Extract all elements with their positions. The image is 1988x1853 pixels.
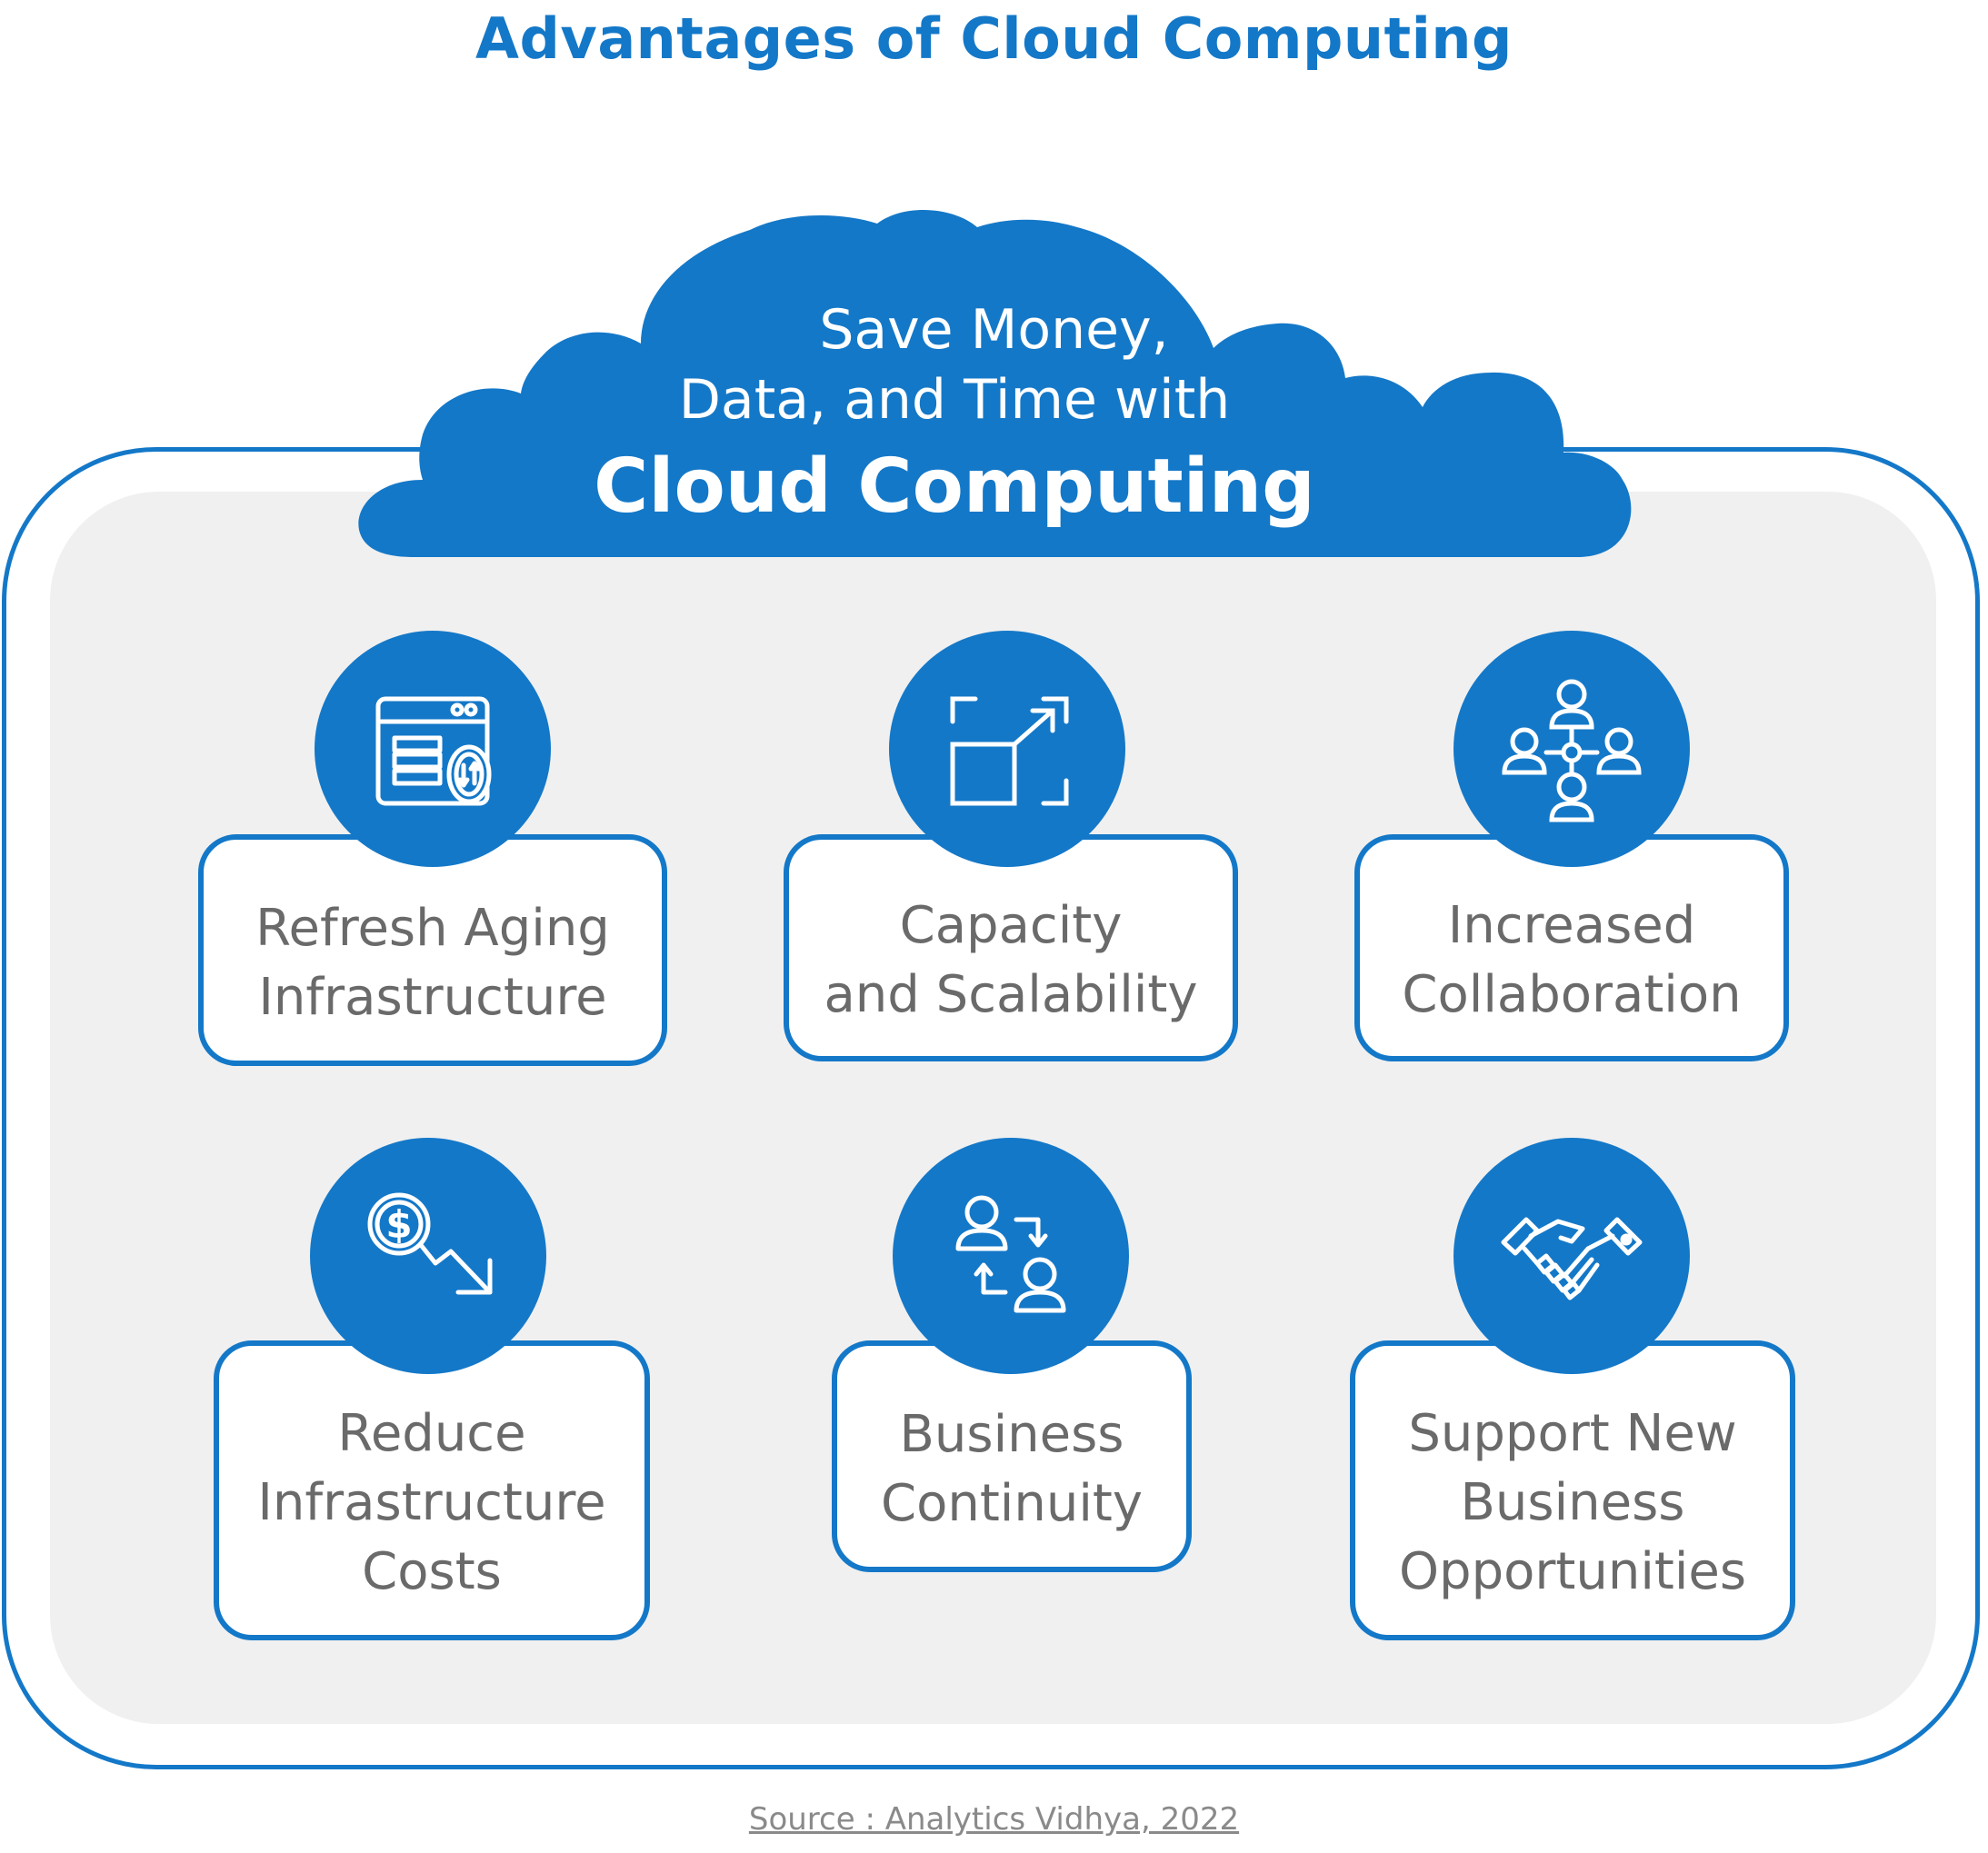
benefit-label: Reduce Infrastructure Costs	[257, 1404, 606, 1601]
benefit-label: Increased Collaboration	[1402, 896, 1742, 1024]
benefit-card-opportunities: Support New Business Opportunities	[1350, 1340, 1795, 1640]
cloud-subtitle-line2: Data, and Time with	[678, 368, 1231, 432]
handshake-icon	[1454, 1138, 1690, 1374]
cloud-banner	[358, 209, 1632, 558]
benefit-card-reduce-costs: Reduce Infrastructure Costs	[214, 1340, 650, 1640]
source-citation: Source : Analytics Vidhya, 2022	[748, 1801, 1240, 1838]
people-exchange-icon	[893, 1138, 1129, 1374]
benefit-card-capacity: Capacity and Scalability	[784, 834, 1238, 1061]
benefit-label: Capacity and Scalability	[824, 896, 1198, 1024]
cloud-main-title: Cloud Computing	[594, 443, 1315, 530]
benefit-label: Business Continuity	[880, 1404, 1143, 1533]
page-title: Advantages of Cloud Computing	[475, 5, 1513, 72]
browser-refresh-icon	[315, 631, 551, 867]
svg-text:$: $	[385, 1202, 412, 1247]
benefit-card-collaboration: Increased Collaboration	[1354, 834, 1789, 1061]
benefit-card-continuity: Business Continuity	[832, 1340, 1192, 1572]
benefit-label: Refresh Aging Infrastructure	[255, 898, 610, 1027]
benefit-label: Support New Business Opportunities	[1398, 1404, 1747, 1601]
cloud-subtitle-line1: Save Money,	[819, 298, 1169, 362]
people-network-icon	[1454, 631, 1690, 867]
dollar-down-trend-icon: $	[310, 1138, 546, 1374]
benefit-card-refresh: Refresh Aging Infrastructure	[198, 834, 667, 1066]
expand-scale-icon	[889, 631, 1125, 867]
